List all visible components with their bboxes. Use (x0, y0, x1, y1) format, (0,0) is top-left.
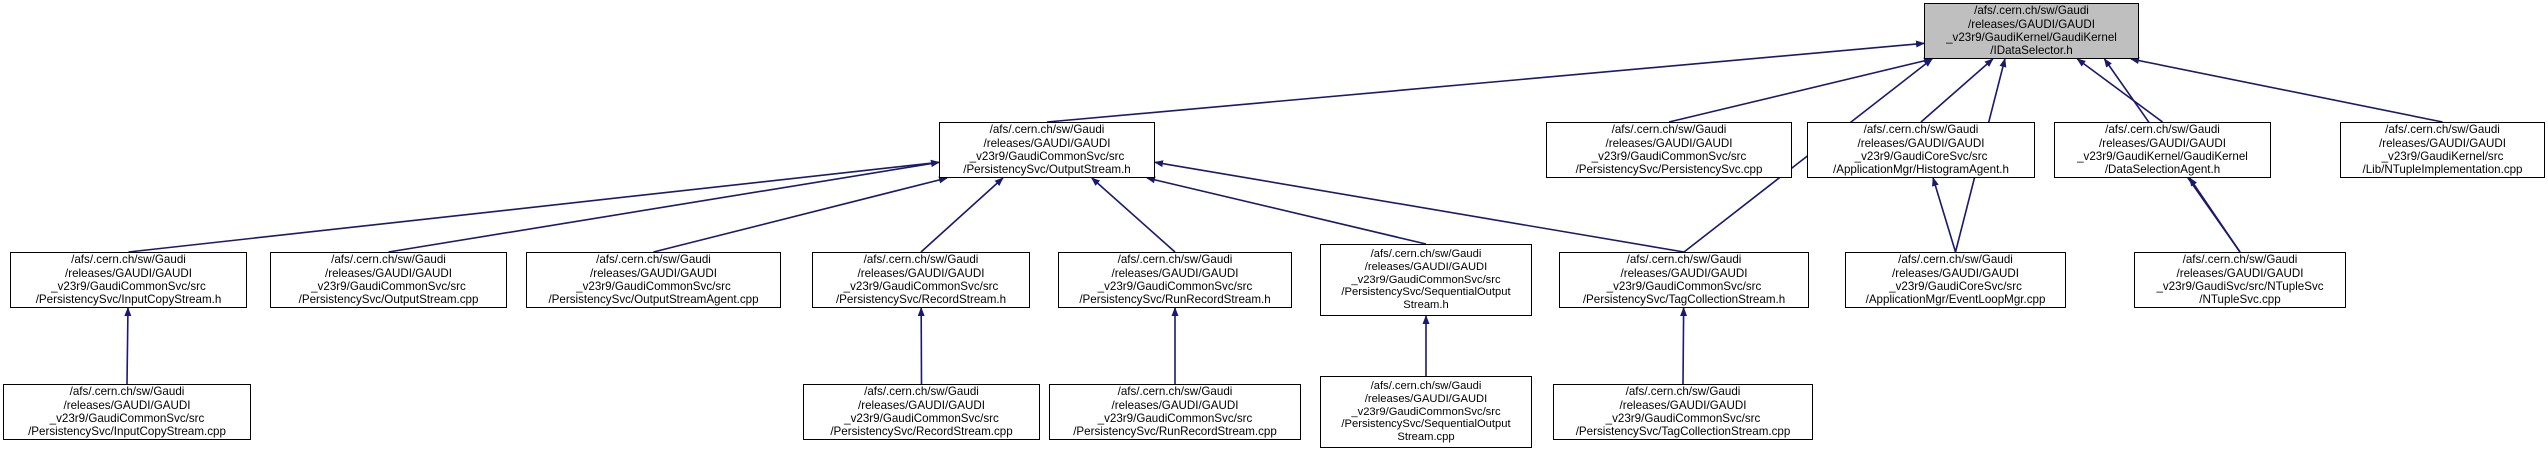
graph-node-label: /afs/.cern.ch/sw/Gaudi /releases/GAUDI/G… (1073, 385, 1277, 439)
graph-edge (2188, 177, 2241, 253)
graph-node[interactable]: /afs/.cern.ch/sw/Gaudi /releases/GAUDI/G… (803, 384, 1040, 440)
graph-node[interactable]: /afs/.cern.ch/sw/Gaudi /releases/GAUDI/G… (1845, 252, 2066, 308)
graph-node-label: /afs/.cern.ch/sw/Gaudi /releases/GAUDI/G… (835, 253, 1007, 307)
graph-edge (128, 159, 940, 253)
graph-node[interactable]: /afs/.cern.ch/sw/Gaudi /releases/GAUDI/G… (1546, 122, 1792, 178)
graph-node[interactable]: /afs/.cern.ch/sw/Gaudi /releases/GAUDI/G… (270, 252, 507, 308)
graph-node[interactable]: /afs/.cern.ch/sw/Gaudi /releases/GAUDI/G… (2134, 252, 2346, 308)
graph-node-label: /afs/.cern.ch/sw/Gaudi /releases/GAUDI/G… (2077, 123, 2248, 177)
graph-node[interactable]: /afs/.cern.ch/sw/Gaudi /releases/GAUDI/G… (1807, 122, 2035, 178)
graph-edge (1668, 57, 1933, 123)
graph-node[interactable]: /afs/.cern.ch/sw/Gaudi /releases/GAUDI/G… (1049, 384, 1301, 440)
graph-edge (1920, 58, 1994, 123)
graph-node[interactable]: /afs/.cern.ch/sw/Gaudi /releases/GAUDI/G… (1553, 384, 1813, 440)
graph-node-label: /afs/.cern.ch/sw/Gaudi /releases/GAUDI/G… (28, 385, 226, 439)
graph-node[interactable]: /afs/.cern.ch/sw/Gaudi /releases/GAUDI/G… (1058, 252, 1292, 308)
graph-node[interactable]: /afs/.cern.ch/sw/Gaudi /releases/GAUDI/G… (939, 122, 1155, 178)
graph-edge (1680, 307, 1688, 385)
graph-edge (1146, 176, 1427, 245)
graph-node-label: /afs/.cern.ch/sw/Gaudi /releases/GAUDI/G… (963, 123, 1131, 177)
graph-edge (920, 177, 1004, 253)
graph-node-label: /afs/.cern.ch/sw/Gaudi /releases/GAUDI/G… (35, 253, 222, 307)
graph-edge (653, 176, 948, 253)
graph-node-root[interactable]: /afs/.cern.ch/sw/Gaudi /releases/GAUDI/G… (1924, 3, 2139, 59)
graph-node-label: /afs/.cern.ch/sw/Gaudi /releases/GAUDI/G… (1575, 385, 1791, 439)
graph-node[interactable]: /afs/.cern.ch/sw/Gaudi /releases/GAUDI/G… (10, 252, 247, 308)
graph-node-label: /afs/.cern.ch/sw/Gaudi /releases/GAUDI/G… (1341, 379, 1511, 444)
graph-node[interactable]: /afs/.cern.ch/sw/Gaudi /releases/GAUDI/G… (3, 384, 251, 440)
graph-node-label: /afs/.cern.ch/sw/Gaudi /releases/GAUDI/G… (2156, 253, 2324, 307)
graph-edge (124, 307, 132, 385)
graph-node-label: /afs/.cern.ch/sw/Gaudi /releases/GAUDI/G… (1079, 253, 1271, 307)
graph-node[interactable]: /afs/.cern.ch/sw/Gaudi /releases/GAUDI/G… (2054, 122, 2271, 178)
graph-node-label: /afs/.cern.ch/sw/Gaudi /releases/GAUDI/G… (2362, 123, 2523, 177)
graph-node-label: /afs/.cern.ch/sw/Gaudi /releases/GAUDI/G… (1946, 4, 2117, 58)
graph-edge (388, 160, 940, 253)
graph-edge (1091, 177, 1176, 253)
graph-node[interactable]: /afs/.cern.ch/sw/Gaudi /releases/GAUDI/G… (1320, 244, 1532, 316)
graph-edge (2130, 57, 2443, 123)
graph-node-label: /afs/.cern.ch/sw/Gaudi /releases/GAUDI/G… (1582, 253, 1786, 307)
graph-node-label: /afs/.cern.ch/sw/Gaudi /releases/GAUDI/G… (1341, 247, 1511, 312)
graph-node[interactable]: /afs/.cern.ch/sw/Gaudi /releases/GAUDI/G… (526, 252, 781, 308)
graph-edge (1046, 40, 1925, 123)
graph-node-label: /afs/.cern.ch/sw/Gaudi /releases/GAUDI/G… (1575, 123, 1763, 177)
graph-node-label: /afs/.cern.ch/sw/Gaudi /releases/GAUDI/G… (830, 385, 1013, 439)
graph-node[interactable]: /afs/.cern.ch/sw/Gaudi /releases/GAUDI/G… (812, 252, 1030, 308)
graph-node[interactable]: /afs/.cern.ch/sw/Gaudi /releases/GAUDI/G… (1320, 376, 1532, 448)
graph-node-label: /afs/.cern.ch/sw/Gaudi /releases/GAUDI/G… (298, 253, 479, 307)
graph-edge (1932, 177, 1957, 253)
graph-node-label: /afs/.cern.ch/sw/Gaudi /releases/GAUDI/G… (1865, 253, 2046, 307)
graph-node-label: /afs/.cern.ch/sw/Gaudi /releases/GAUDI/G… (1833, 123, 2009, 177)
graph-edge (2076, 58, 2163, 123)
graph-node[interactable]: /afs/.cern.ch/sw/Gaudi /releases/GAUDI/G… (2340, 122, 2545, 178)
graph-node[interactable]: /afs/.cern.ch/sw/Gaudi /releases/GAUDI/G… (1559, 252, 1809, 308)
graph-node-label: /afs/.cern.ch/sw/Gaudi /releases/GAUDI/G… (548, 253, 759, 307)
